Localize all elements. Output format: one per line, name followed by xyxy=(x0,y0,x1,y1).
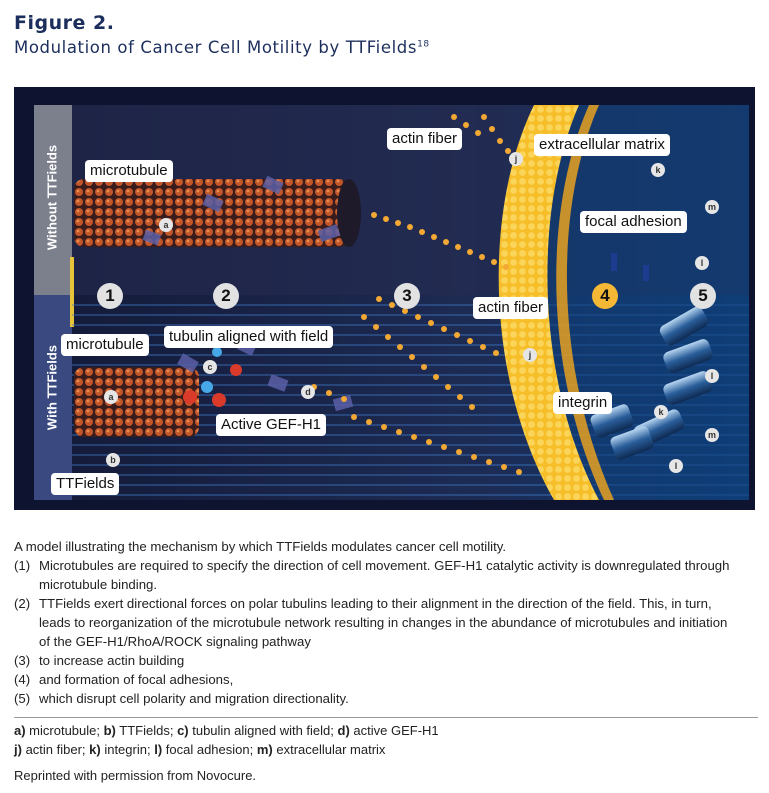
permission-credit: Reprinted with permission from Novocure. xyxy=(14,768,257,783)
letter-marker-m: m xyxy=(705,200,719,214)
legend-value: extracellular matrix xyxy=(272,742,386,757)
callout-active-gef-h1: Active GEF-H1 xyxy=(216,414,327,436)
step-number: (3) xyxy=(14,653,31,668)
figure-title: Figure 2. xyxy=(14,12,115,34)
legend-value: microtubule; xyxy=(25,723,104,738)
stage-marker-3: 3 xyxy=(394,283,420,309)
letter-marker-c: c xyxy=(203,360,217,374)
callout-ttfields: TTFields xyxy=(51,473,120,495)
legend-value: tubulin aligned with field; xyxy=(188,723,338,738)
callout-microtubule-bottom: microtubule xyxy=(61,334,149,356)
caption-step: (4) and formation of focal adhesions, xyxy=(14,670,740,689)
step-text: Microtubules are required to specify the… xyxy=(39,558,730,592)
letter-marker-a: a xyxy=(104,390,118,404)
letter-marker-k: k xyxy=(651,163,665,177)
figure-subtitle: Modulation of Cancer Cell Motility by TT… xyxy=(14,38,430,57)
step-text: and formation of focal adhesions, xyxy=(39,672,234,687)
legend-key: j) xyxy=(14,742,22,757)
letter-marker-k: k xyxy=(654,405,668,419)
step-text: which disrupt cell polarity and migratio… xyxy=(39,691,349,706)
legend-key: d) xyxy=(337,723,350,738)
callout-tubulin-aligned: tubulin aligned with field xyxy=(164,326,334,348)
step-text: to increase actin building xyxy=(39,653,185,668)
subtitle-reference: 18 xyxy=(417,39,430,50)
step-number: (5) xyxy=(14,691,31,706)
diagram-panel: Without TTFields With TTFields 1 2 3 4 5… xyxy=(14,87,755,510)
caption-step: (1) Microtubules are required to specify … xyxy=(14,556,740,594)
letter-marker-l: l xyxy=(669,459,683,473)
stage-marker-1: 1 xyxy=(97,283,123,309)
letter-marker-j: j xyxy=(523,348,537,362)
legend-key: a) xyxy=(14,723,26,738)
figure-caption: A model illustrating the mechanism by wh… xyxy=(14,537,740,708)
legend-key: m) xyxy=(256,742,273,757)
step-text: TTFields exert directional forces on pol… xyxy=(39,596,728,649)
legend-value: active GEF-H1 xyxy=(349,723,439,738)
diagram-illustration xyxy=(14,87,755,510)
callout-actin-fiber-bottom: actin fiber xyxy=(473,297,549,319)
callout-actin-fiber-top: actin fiber xyxy=(387,128,463,150)
stage-marker-2: 2 xyxy=(213,283,239,309)
step-number: (4) xyxy=(14,672,31,687)
subtitle-text: Modulation of Cancer Cell Motility by TT… xyxy=(14,38,418,57)
callout-microtubule-top: microtubule xyxy=(85,160,173,182)
caption-step: (2) TTFields exert directional forces on … xyxy=(14,594,740,651)
callout-extracellular-matrix: extracellular matrix xyxy=(534,134,670,156)
caption-step: (5) which disrupt cell polarity and migra… xyxy=(14,689,740,708)
legend-key: k) xyxy=(89,742,101,757)
step-number: (2) xyxy=(14,596,31,611)
side-label-without: Without TTFields xyxy=(44,144,60,251)
divider xyxy=(14,717,758,718)
legend-key: b) xyxy=(103,723,116,738)
letter-marker-d: d xyxy=(301,385,315,399)
side-label-with: With TTFields xyxy=(44,344,60,431)
caption-intro: A model illustrating the mechanism by wh… xyxy=(14,539,507,554)
callout-focal-adhesion: focal adhesion xyxy=(580,211,687,233)
letter-marker-m: m xyxy=(705,428,719,442)
step-number: (1) xyxy=(14,558,31,573)
letter-marker-b: b xyxy=(106,453,120,467)
legend-key: l) xyxy=(154,742,163,757)
legend-line: j) actin fiber; k) integrin; l) focal ad… xyxy=(14,740,439,759)
letter-marker-j: j xyxy=(509,152,523,166)
stage-marker-4: 4 xyxy=(592,283,618,309)
legend-value: integrin; xyxy=(100,742,155,757)
letter-marker-l: l xyxy=(695,256,709,270)
letter-marker-a: a xyxy=(159,218,173,232)
abbreviation-legend: a) microtubule; b) TTFields; c) tubulin … xyxy=(14,721,439,759)
callout-integrin: integrin xyxy=(553,392,613,414)
legend-value: actin fiber; xyxy=(21,742,90,757)
legend-value: focal adhesion; xyxy=(162,742,257,757)
legend-value: TTFields; xyxy=(115,723,178,738)
caption-step: (3) to increase actin building xyxy=(14,651,740,670)
legend-line: a) microtubule; b) TTFields; c) tubulin … xyxy=(14,721,439,740)
stage-marker-5: 5 xyxy=(690,283,716,309)
legend-key: c) xyxy=(177,723,189,738)
letter-marker-l: l xyxy=(705,369,719,383)
